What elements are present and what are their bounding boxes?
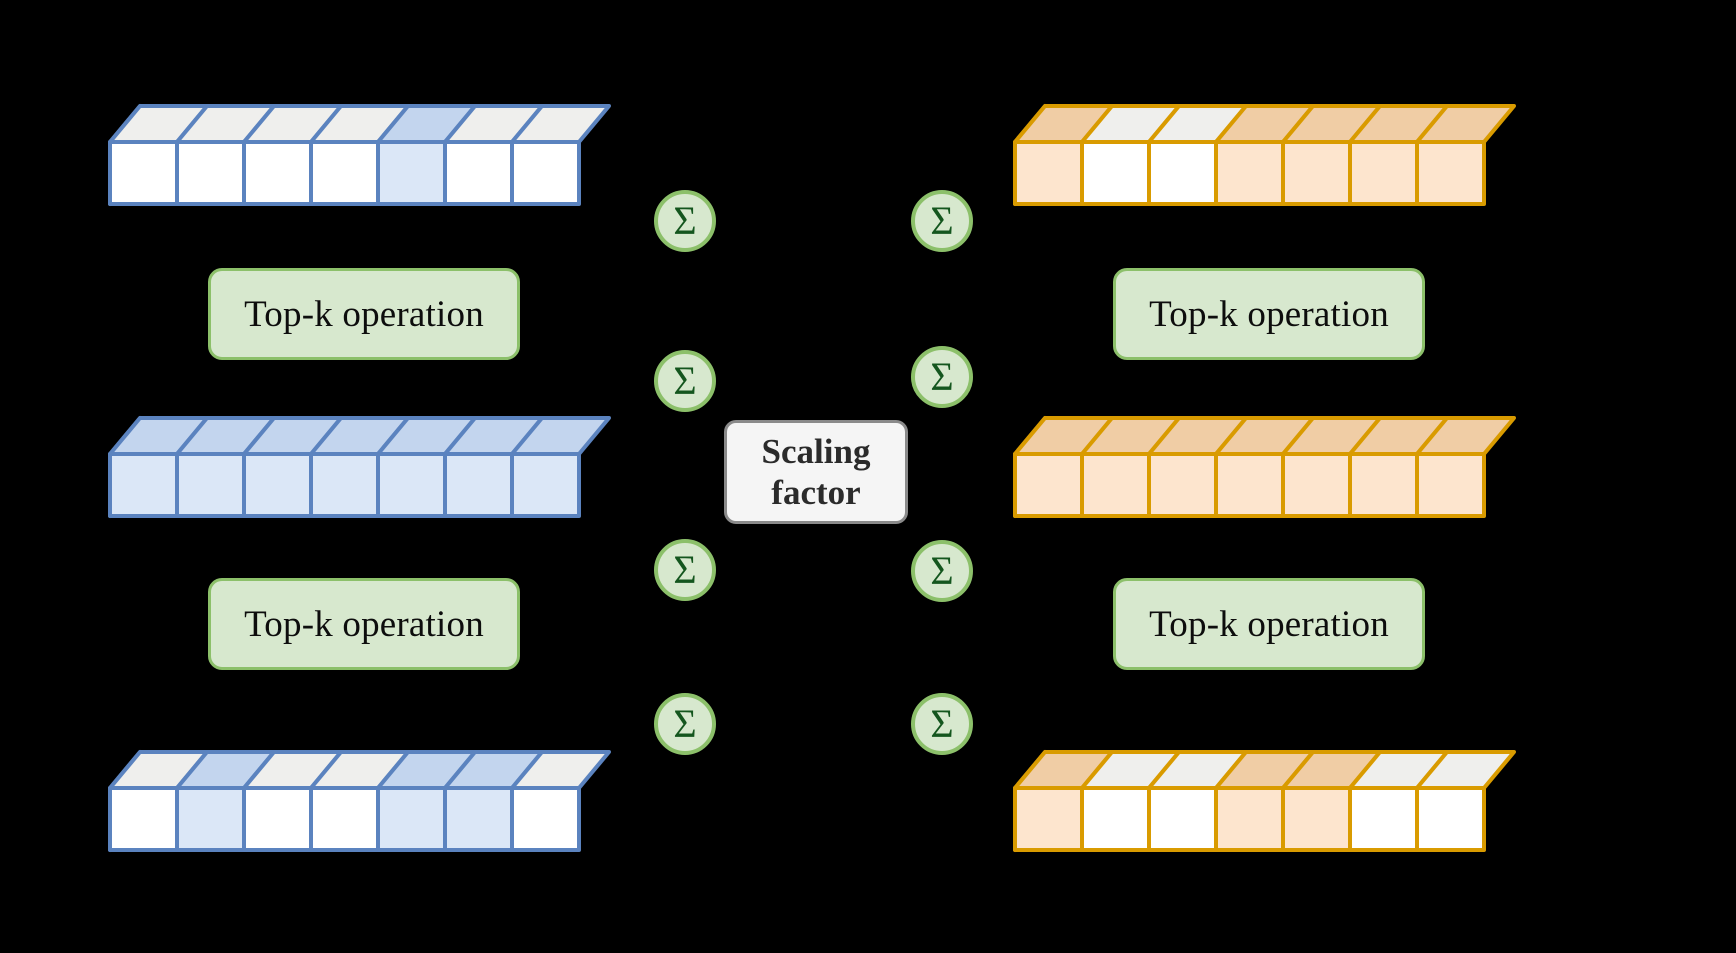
sigma-icon-left-1[interactable]: Σ <box>654 190 716 252</box>
topk-box-left-lower[interactable]: Top-k operation <box>208 578 520 670</box>
topk-label: Top-k operation <box>244 603 484 645</box>
sigma-glyph: Σ <box>930 354 954 399</box>
blue-bar-top <box>108 104 611 206</box>
sigma-icon-left-3[interactable]: Σ <box>654 539 716 601</box>
blue-bar-middle <box>108 416 611 518</box>
scaling-factor-line2: factor <box>771 473 861 512</box>
sigma-icon-right-2[interactable]: Σ <box>911 346 973 408</box>
sigma-glyph: Σ <box>930 198 954 243</box>
orange-bar-bottom <box>1013 750 1516 852</box>
sigma-glyph: Σ <box>673 547 697 592</box>
sigma-icon-left-4[interactable]: Σ <box>654 693 716 755</box>
sigma-glyph: Σ <box>930 701 954 746</box>
topk-label: Top-k operation <box>1149 293 1389 335</box>
topk-box-right-lower[interactable]: Top-k operation <box>1113 578 1425 670</box>
topk-label: Top-k operation <box>1149 603 1389 645</box>
sigma-icon-left-2[interactable]: Σ <box>654 350 716 412</box>
sigma-glyph: Σ <box>930 548 954 593</box>
sigma-icon-right-1[interactable]: Σ <box>911 190 973 252</box>
scaling-factor-box[interactable]: Scaling factor <box>724 420 908 524</box>
blue-bar-bottom <box>108 750 611 852</box>
sigma-glyph: Σ <box>673 198 697 243</box>
topk-box-left-upper[interactable]: Top-k operation <box>208 268 520 360</box>
topk-label: Top-k operation <box>244 293 484 335</box>
orange-bar-middle <box>1013 416 1516 518</box>
topk-box-right-upper[interactable]: Top-k operation <box>1113 268 1425 360</box>
sigma-icon-right-4[interactable]: Σ <box>911 693 973 755</box>
orange-bar-top <box>1013 104 1516 206</box>
sigma-glyph: Σ <box>673 701 697 746</box>
scaling-factor-line1: Scaling <box>761 431 871 471</box>
sigma-icon-right-3[interactable]: Σ <box>911 540 973 602</box>
sigma-glyph: Σ <box>673 358 697 403</box>
